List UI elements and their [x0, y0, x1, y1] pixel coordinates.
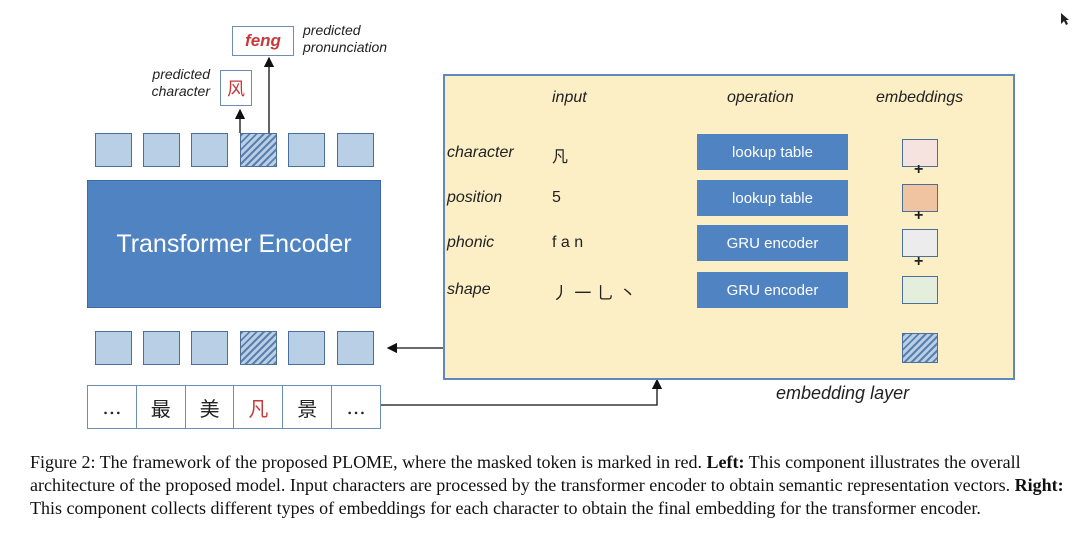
transformer-encoder: Transformer Encoder	[87, 180, 381, 308]
row-input-position: 5	[552, 189, 561, 206]
cursor-icon	[1061, 13, 1069, 25]
pronunciation-box: feng	[232, 26, 294, 56]
input-token: 最	[137, 386, 186, 428]
op-gru-encoder: GRU encoder	[697, 272, 848, 308]
row-label-phonic: phonic	[447, 234, 495, 251]
header-input: input	[552, 89, 587, 106]
embedding-token	[143, 331, 180, 365]
input-token: 景	[283, 386, 333, 428]
predicted-pronunciation: feng	[245, 31, 281, 50]
caption-prefix: Figure 2: The framework of the proposed …	[30, 452, 707, 472]
row-input-character: 凡	[552, 147, 569, 166]
embedding-phonic	[902, 229, 938, 257]
caption-right-label: Right:	[1014, 475, 1064, 495]
op-gru-encoder: GRU encoder	[697, 225, 848, 261]
caption-left-text: This component illustrates the overall a…	[30, 452, 1021, 495]
pronunciation-label: predicted pronunciation	[303, 22, 388, 55]
predicted-character: 风	[227, 79, 245, 100]
output-token	[143, 133, 180, 167]
row-input-phonic: f a n	[552, 234, 584, 251]
embedding-token	[191, 331, 228, 365]
header-embeddings: embeddings	[876, 89, 964, 106]
final-embedding	[902, 333, 938, 363]
embedding-token-masked	[240, 331, 277, 365]
output-token-masked	[240, 133, 277, 167]
row-input-shape: 丿 一 乚 丶	[552, 284, 637, 304]
row-label-character: character	[447, 144, 514, 161]
embedding-token	[95, 331, 132, 365]
input-token: ...	[346, 395, 366, 419]
op-lookup-table: lookup table	[697, 180, 848, 216]
input-token: ...	[88, 386, 137, 428]
embedding-token	[337, 331, 374, 365]
input-sequence: ... 最 美 凡 景 ...	[87, 385, 381, 429]
input-token: 美	[186, 386, 235, 428]
output-token	[191, 133, 228, 167]
plus-sign: +	[914, 161, 924, 178]
input-token-masked: 凡	[234, 386, 284, 428]
embedding-shape	[902, 276, 938, 304]
character-box: 风	[220, 70, 252, 106]
embedding-layer-label: embedding layer	[776, 383, 910, 403]
row-label-shape: shape	[447, 281, 491, 298]
output-token	[337, 133, 374, 167]
encoder-title: Transformer Encoder	[116, 229, 352, 258]
character-label: predicted character	[151, 66, 210, 99]
caption-right-text: This component collects different types …	[30, 498, 981, 518]
header-operation: operation	[727, 89, 794, 106]
output-token	[95, 133, 132, 167]
op-lookup-table: lookup table	[697, 134, 848, 170]
plus-sign: +	[914, 253, 924, 270]
arrow-input-to-embedding	[381, 378, 663, 406]
row-label-position: position	[447, 189, 503, 206]
caption-left-label: Left:	[706, 452, 745, 472]
embedding-position	[902, 184, 938, 212]
figure-caption: Figure 2: The framework of the proposed …	[30, 451, 1070, 520]
embedding-token	[288, 331, 325, 365]
plus-sign: +	[914, 207, 924, 224]
embedding-character	[902, 139, 938, 167]
output-token	[288, 133, 325, 167]
